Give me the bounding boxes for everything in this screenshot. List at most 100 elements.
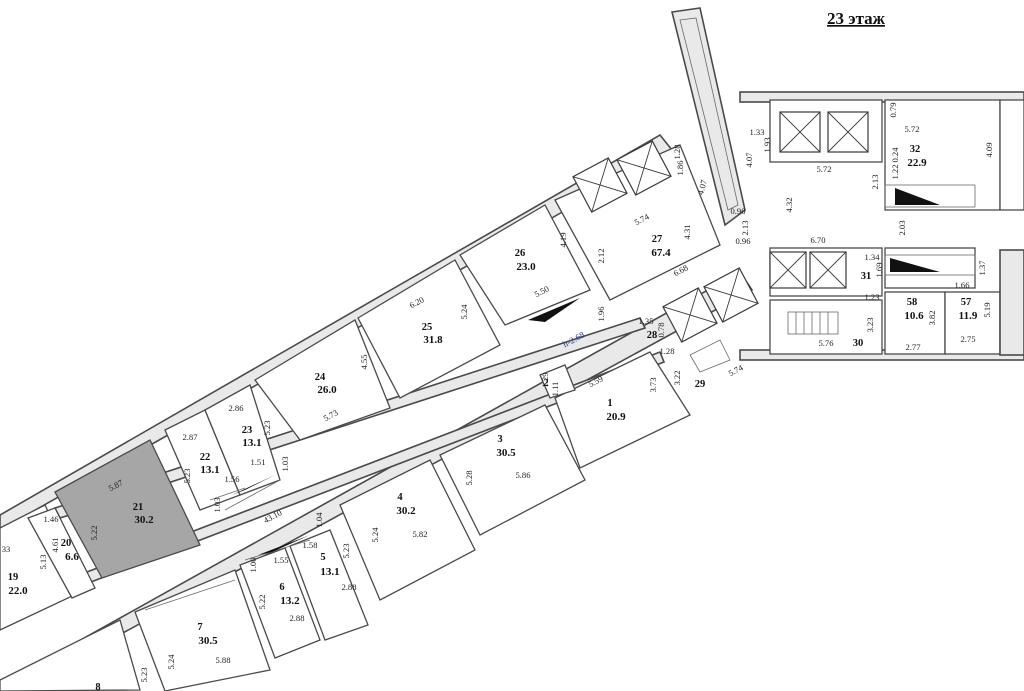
dim-label: 5.23	[139, 667, 149, 682]
dim-label: 2.13	[870, 174, 880, 189]
room-30-outline	[769, 299, 883, 355]
dim-label: 4.19	[558, 232, 568, 247]
dim-label: 1.93	[762, 137, 772, 152]
svg-text:11.9: 11.9	[959, 310, 978, 322]
svg-text:22: 22	[200, 452, 211, 463]
room-20-outline	[27, 507, 96, 599]
dim-label: 1.03	[212, 497, 222, 512]
dim-label: 1.04	[314, 512, 324, 528]
dim-label: 4.32	[784, 197, 794, 212]
svg-text:22.0: 22.0	[8, 585, 28, 597]
room-1-outline	[554, 351, 691, 469]
room-28: 28	[647, 330, 658, 341]
stairs	[689, 311, 839, 373]
svg-text:13.2: 13.2	[280, 595, 300, 607]
room-5-outline	[289, 529, 369, 641]
room-2-outline	[539, 364, 576, 399]
svg-text:67.4: 67.4	[651, 247, 671, 259]
room-3-outline	[439, 404, 586, 536]
room-27: 27 67.4	[651, 234, 671, 259]
svg-text:5: 5	[320, 552, 325, 563]
dim-label: 1.96	[596, 306, 606, 322]
dim-label: 3.82	[927, 310, 937, 325]
dim-label: 1.56	[224, 474, 240, 484]
svg-text:30: 30	[853, 338, 864, 349]
room-29: 29	[695, 379, 706, 390]
svg-text:7: 7	[197, 622, 202, 633]
svg-text:26.0: 26.0	[317, 384, 337, 396]
dim-label: 3.22	[672, 370, 682, 385]
dim-label: 4.09	[984, 142, 994, 157]
dim-label: 2.86	[228, 403, 244, 413]
dim-label: 5.72	[904, 124, 919, 134]
svg-text:27: 27	[652, 234, 663, 245]
svg-text:10.6: 10.6	[904, 310, 924, 322]
svg-text:6.6: 6.6	[65, 551, 79, 563]
svg-text:28: 28	[647, 330, 658, 341]
dim-label: 1.35	[638, 316, 653, 326]
dim-label: 1.55	[273, 555, 288, 565]
dim-label: 0.90	[730, 206, 745, 216]
dim-label: 1.33	[749, 127, 764, 137]
dim-label: 2.13	[740, 220, 750, 235]
dim-label: 4.31	[682, 224, 692, 239]
dim-label: 1.28	[659, 346, 674, 356]
dim-label: 1.23	[864, 292, 879, 302]
dim-label: 5.86	[515, 470, 531, 480]
dim-label: 5.76	[818, 338, 834, 348]
dim-label: 2.03	[897, 220, 907, 235]
room-7: 730.5	[197, 622, 218, 647]
dim-label: 4.07	[695, 178, 709, 196]
svg-text:29: 29	[695, 379, 706, 390]
svg-text:13.1: 13.1	[242, 437, 261, 449]
room-5: 513.1	[320, 552, 339, 578]
svg-text:23: 23	[242, 425, 253, 436]
dim-label: 5.28	[464, 470, 474, 485]
svg-text:30.2: 30.2	[396, 505, 416, 517]
room-58-outline	[884, 291, 946, 355]
room-25-outline	[357, 259, 501, 399]
room-8: 8	[95, 682, 100, 691]
svg-text:20: 20	[61, 538, 72, 549]
dim-label: 5.24	[370, 527, 380, 543]
svg-text:21: 21	[133, 502, 144, 513]
dim-label: 3.73	[648, 377, 658, 392]
room-2: 2	[543, 378, 548, 389]
dim-label: 1.11	[550, 382, 560, 397]
room-7-outline	[134, 569, 271, 691]
dimension-labels: 5.72 0.79 1.33 1.93 4.09 0.24 1.22 5.72 …	[2, 102, 994, 682]
dim-label: 5.23	[182, 468, 192, 483]
room-labels: 120.9 2 330.5 430.2 513.1 613.2 730.5 8 …	[8, 144, 978, 691]
svg-text:4: 4	[397, 492, 403, 503]
ventilation-shafts	[232, 184, 976, 555]
dim-label: 0.24	[890, 147, 900, 163]
dim-label: 5.24	[166, 654, 176, 670]
dim-label: 0.78	[656, 322, 666, 337]
dim-label: 5.74	[727, 362, 746, 378]
dim-label: 2.88	[289, 613, 304, 623]
svg-text:32: 32	[910, 144, 921, 155]
svg-text:23.0: 23.0	[516, 261, 536, 273]
room-31: 31	[861, 271, 872, 282]
svg-text:24: 24	[315, 372, 326, 383]
svg-text:3: 3	[497, 434, 502, 445]
dim-label: 1.03	[280, 456, 290, 471]
room-30: 30	[853, 338, 864, 349]
svg-text:13.1: 13.1	[320, 566, 339, 578]
dim-label: 1.58	[302, 540, 317, 550]
room-3: 330.5	[496, 434, 516, 459]
dim-label: 2.75	[960, 334, 975, 344]
dim-label: 0.96	[735, 236, 751, 246]
room-1: 120.9	[606, 398, 626, 423]
room-6-outline	[239, 547, 321, 659]
dim-label: 1.00	[248, 557, 258, 572]
room-4-outline	[339, 459, 476, 601]
dim-label: 33	[2, 544, 11, 554]
room-6: 613.2	[279, 582, 300, 607]
svg-text:31.8: 31.8	[423, 334, 443, 346]
svg-text:6: 6	[279, 582, 284, 593]
